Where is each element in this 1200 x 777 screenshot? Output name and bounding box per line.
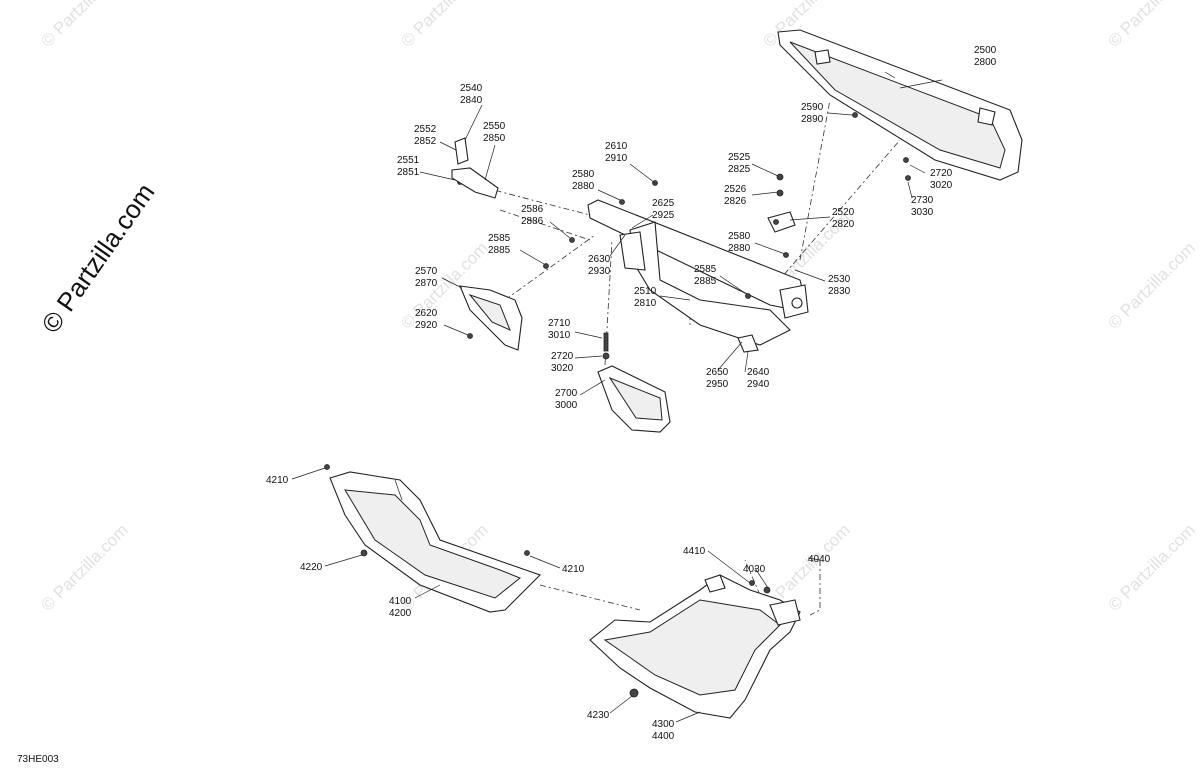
- step-panel-part-2700[interactable]: [597, 365, 671, 433]
- callout-4030[interactable]: 4030: [743, 564, 766, 575]
- watermark: © Partzilla.com: [397, 238, 491, 332]
- callout-4220[interactable]: 4220: [300, 562, 323, 573]
- partzilla-brand-watermark: © Partzilla.com: [35, 178, 160, 339]
- watermark: © Partzilla.com: [397, 0, 491, 51]
- callout-4230[interactable]: 4230: [587, 710, 610, 721]
- watermark-layer: © Partzilla.com © Partzilla.com © Partzi…: [37, 0, 1198, 615]
- guard-part-2570[interactable]: [459, 285, 523, 351]
- frame-tube-part-2510[interactable]: [587, 199, 809, 346]
- watermark: © Partzilla.com: [37, 520, 131, 614]
- skid-plate-part-4300[interactable]: [589, 574, 801, 719]
- watermark: © Partzilla.com: [1104, 0, 1198, 51]
- side-panel-part-2500[interactable]: [777, 29, 1023, 181]
- skid-plate-part-4100[interactable]: [329, 471, 542, 613]
- bracket-part-2640[interactable]: [737, 334, 759, 353]
- watermark: © Partzilla.com: [37, 0, 131, 51]
- bracket-part-2540[interactable]: [451, 137, 499, 199]
- callout-4040[interactable]: 4040: [808, 554, 831, 565]
- diagram-code: 73HE003: [17, 754, 59, 765]
- callout-4410[interactable]: 4410: [683, 546, 706, 557]
- bracket-part-2520[interactable]: [767, 211, 796, 233]
- callout-4210-right[interactable]: 4210: [562, 564, 585, 575]
- callout-4210[interactable]: 4210: [266, 475, 289, 486]
- leader-lines: [291, 79, 943, 723]
- watermark: © Partzilla.com: [1104, 238, 1198, 332]
- watermark: © Partzilla.com: [1104, 520, 1198, 614]
